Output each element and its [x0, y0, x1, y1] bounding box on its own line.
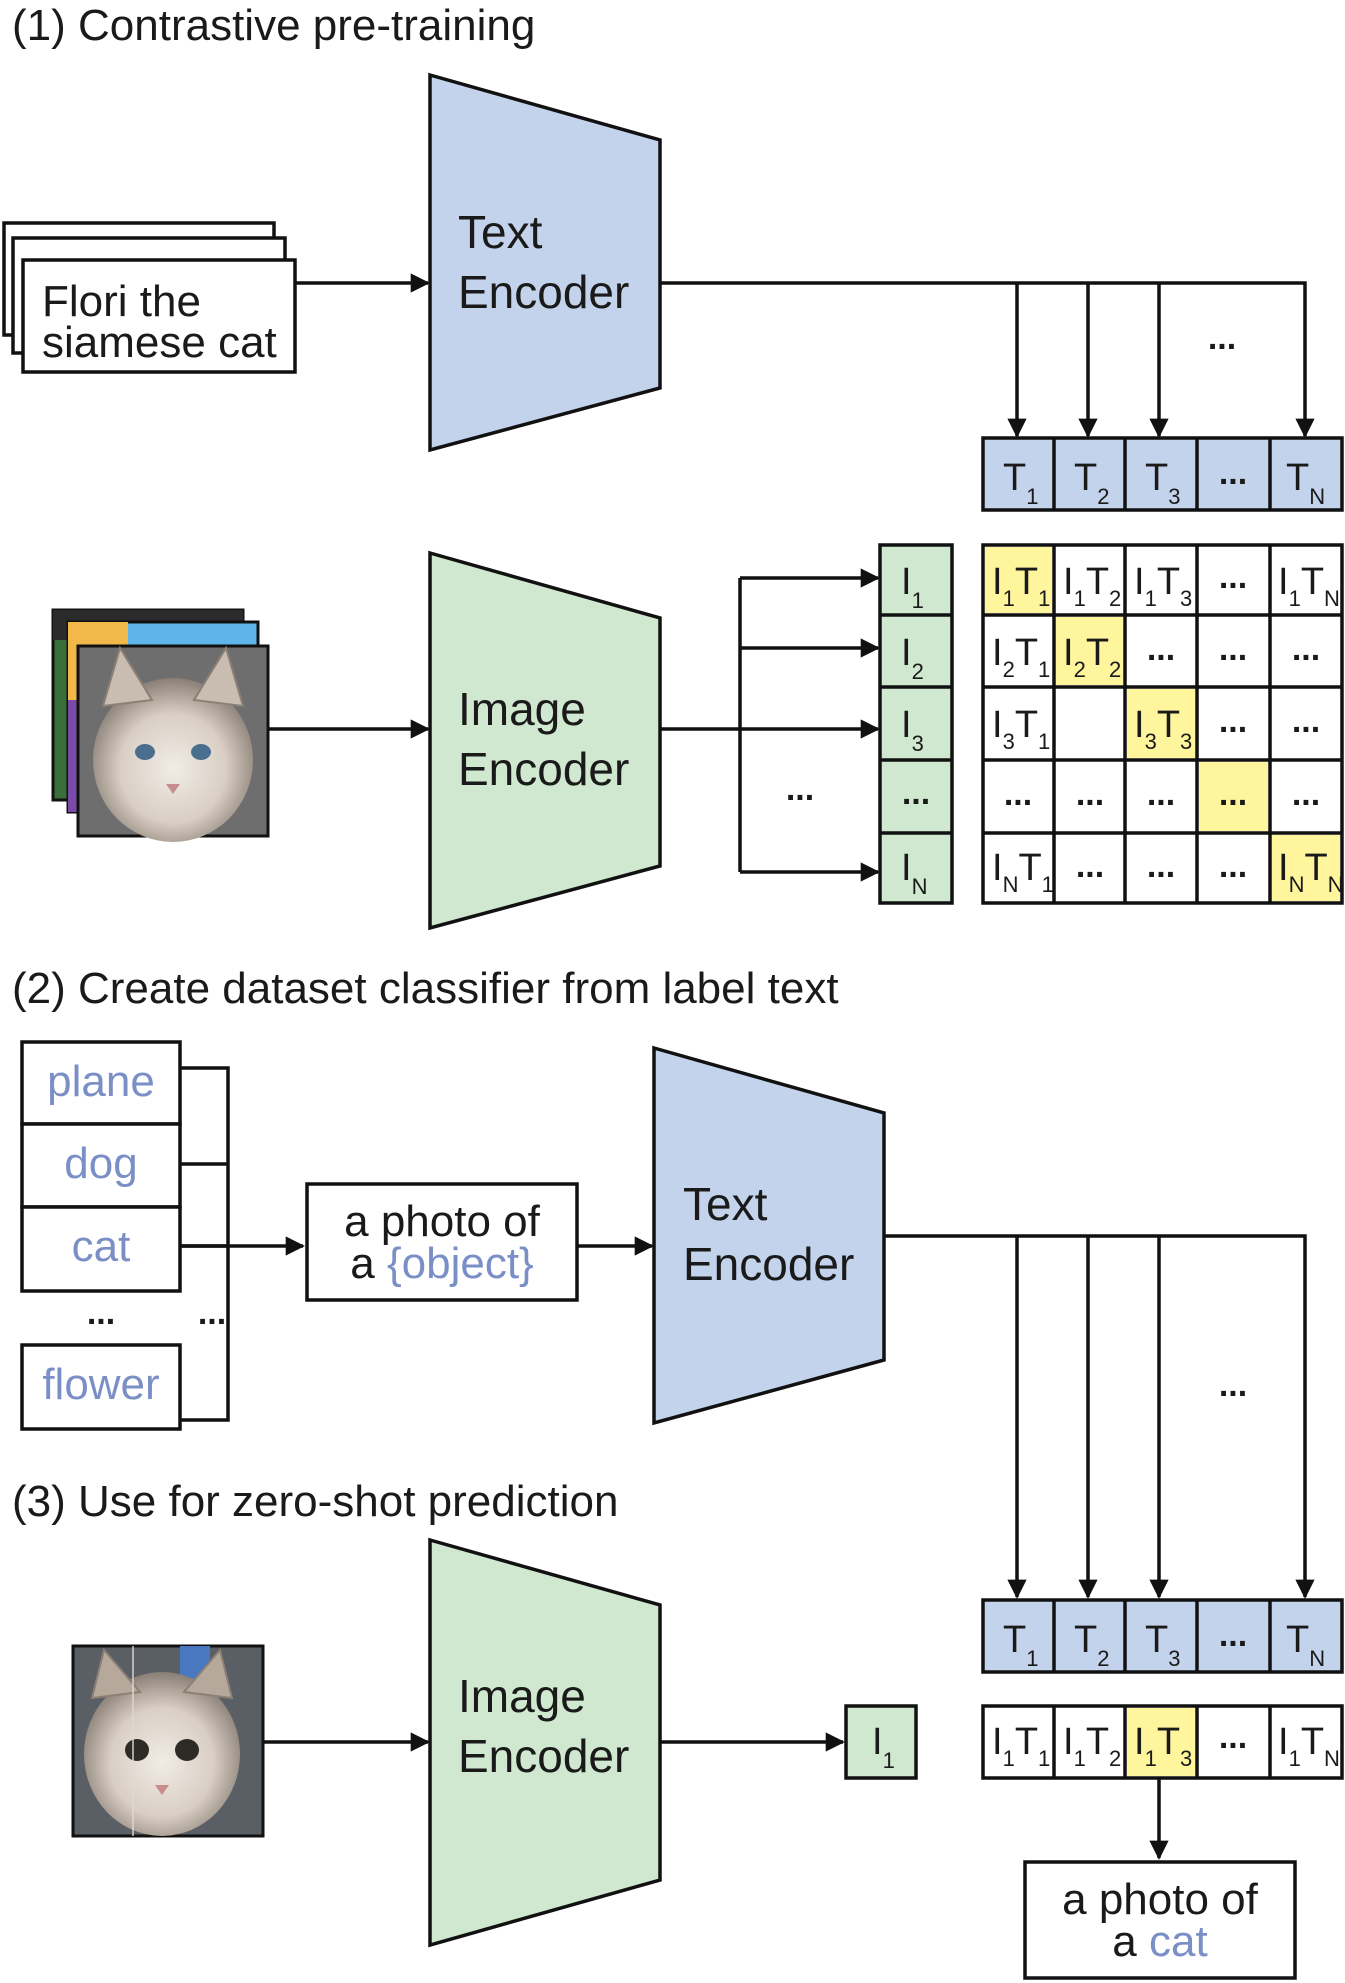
- image-feature-single: I1: [844, 1704, 918, 1780]
- prompt-template: a photo of a {object}: [305, 1182, 579, 1302]
- cell-i1t1: I1T1: [992, 561, 1050, 611]
- template-line2: a {object}: [350, 1239, 534, 1288]
- image-bus-ellipsis: ...: [786, 770, 814, 808]
- t-ellipsis-cell: ...: [1219, 454, 1247, 492]
- similarity-matrix: I1T1 I1T2 I1T3 ... I1TN I2T1 I2T2 ... ..…: [981, 543, 1344, 905]
- row-i1t2: I1T2: [1063, 1721, 1121, 1771]
- cat-photo-stack: [51, 608, 270, 842]
- image-encoder-1-line2: Encoder: [458, 743, 629, 795]
- cell-row4-ellipsis-c: ...: [1147, 775, 1175, 813]
- section2-title: (2) Create dataset classifier from label…: [12, 964, 839, 1013]
- text-feature-row-1: T1 T2 T3 ... TN: [981, 436, 1344, 512]
- text-features-bus-1: ...: [660, 281, 1315, 438]
- text-bus-ellipsis-2: ...: [1219, 1366, 1247, 1404]
- cell-row2-ellipsis-c: ...: [1292, 630, 1320, 668]
- cell-row1-ellipsis: ...: [1219, 558, 1247, 596]
- cat-photo: [71, 1644, 265, 1838]
- result-line1: a photo of: [1062, 1875, 1258, 1924]
- cell-row3-ellipsis-b: ...: [1292, 702, 1320, 740]
- text-bus-ellipsis-1: ...: [1208, 319, 1236, 357]
- cell-i1tn: I1TN: [1278, 561, 1340, 611]
- template-line1: a photo of: [344, 1197, 540, 1246]
- bracket-ellipsis: ...: [198, 1294, 226, 1332]
- prediction-result: a photo of a cat: [1023, 1860, 1297, 1980]
- image-encoder-2-line2: Encoder: [458, 1730, 629, 1782]
- cell-row3-ellipsis-a: ...: [1219, 702, 1247, 740]
- image-encoder-1: Image Encoder: [428, 550, 662, 931]
- row-ellipsis: ...: [1219, 1718, 1247, 1756]
- text-input-stack: Flori the siamese cat: [2, 221, 297, 374]
- result-line2: a cat: [1112, 1917, 1207, 1966]
- text-encoder-2-line1: Text: [683, 1178, 768, 1230]
- t-ellipsis-cell-2: ...: [1219, 1616, 1247, 1654]
- text-encoder-2-line2: Encoder: [683, 1238, 854, 1290]
- cell-row4-ellipsis-a: ...: [1004, 775, 1032, 813]
- section1-title: (1) Contrastive pre-training: [12, 1, 535, 50]
- text-features-bus-2: ...: [884, 1234, 1315, 1599]
- cell-row4-ellipsis-d: ...: [1219, 775, 1247, 813]
- text-input-line1: Flori the: [42, 277, 201, 326]
- label-flower: flower: [42, 1360, 159, 1409]
- text-feature-row-2: T1 T2 T3 ... TN: [981, 1598, 1344, 1674]
- cell-row4-ellipsis-b: ...: [1076, 775, 1104, 813]
- similarity-row: I1T1 I1T2 I1T3 ... I1TN: [981, 1704, 1344, 1780]
- text-encoder-2: Text Encoder: [652, 1045, 886, 1426]
- label-cat: cat: [72, 1222, 131, 1271]
- cell-row5-ellipsis-c: ...: [1219, 847, 1247, 885]
- cell-row2-ellipsis-b: ...: [1219, 630, 1247, 668]
- i-ellipsis-cell: ...: [902, 774, 930, 812]
- image-encoder-1-line1: Image: [458, 683, 586, 735]
- label-dog: dog: [64, 1139, 137, 1188]
- image-encoder-2-line1: Image: [458, 1670, 586, 1722]
- cell-row4-ellipsis-e: ...: [1292, 775, 1320, 813]
- text-encoder-1: Text Encoder: [428, 72, 662, 453]
- image-features-bus: ...: [660, 568, 880, 882]
- cell-row2-ellipsis-a: ...: [1147, 630, 1175, 668]
- cell-row5-ellipsis-a: ...: [1076, 847, 1104, 885]
- text-encoder-1-line2: Encoder: [458, 266, 629, 318]
- label-list: plane dog cat ... flower: [20, 1040, 182, 1431]
- cell-row5-ellipsis-b: ...: [1147, 847, 1175, 885]
- label-plane: plane: [47, 1057, 155, 1106]
- image-feature-column: I1 I2 I3 ... IN: [878, 543, 954, 905]
- label-ellipsis: ...: [87, 1294, 115, 1332]
- text-encoder-1-line1: Text: [458, 206, 543, 258]
- image-encoder-2: Image Encoder: [428, 1537, 662, 1948]
- section3-title: (3) Use for zero-shot prediction: [12, 1477, 618, 1526]
- label-bracket: ...: [180, 1066, 305, 1422]
- text-input-line2: siamese cat: [42, 318, 277, 367]
